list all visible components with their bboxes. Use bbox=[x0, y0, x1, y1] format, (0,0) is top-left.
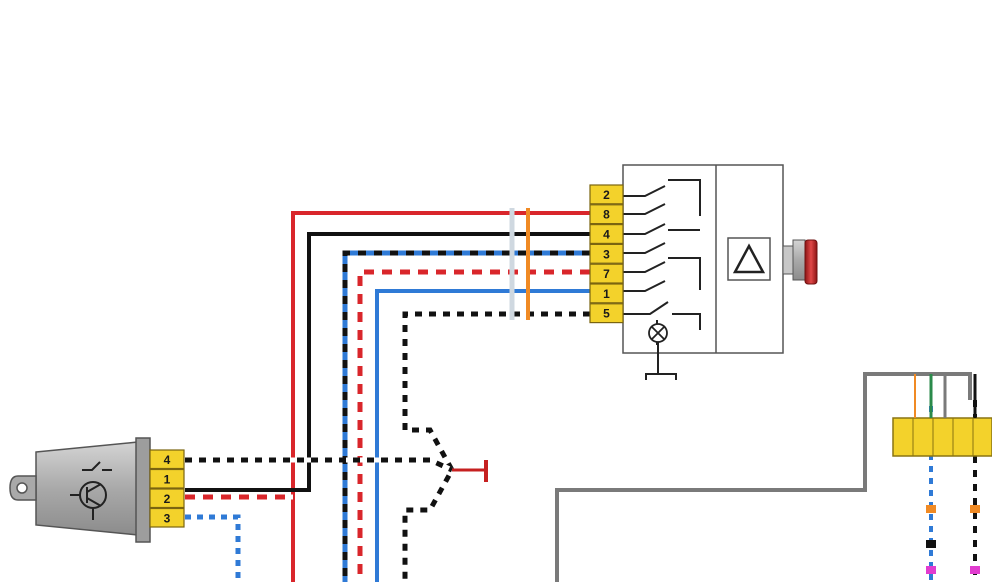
connector-pin-label: 2 bbox=[164, 492, 171, 506]
warning-triangle-icon bbox=[727, 237, 771, 281]
wire-black bbox=[185, 232, 590, 492]
relay-pin-box-3 bbox=[589, 243, 624, 264]
wire-gray bbox=[555, 372, 980, 582]
connector-pin-box-3 bbox=[149, 507, 185, 528]
hazard-switch-relay: 2 8 4 3 7 1 5 bbox=[589, 164, 818, 380]
relay-pin-label: 3 bbox=[603, 247, 610, 261]
relay-pin-label: 8 bbox=[603, 208, 610, 222]
wire-red bbox=[291, 211, 590, 582]
relay-pin-label: 1 bbox=[603, 287, 610, 301]
wire-harness bbox=[185, 208, 980, 582]
lamp-icon bbox=[648, 323, 668, 343]
right-connector bbox=[892, 374, 992, 457]
harness-clip bbox=[509, 208, 530, 320]
connector-pin-label: 3 bbox=[164, 511, 171, 525]
relay-pin-block: 2 8 4 3 7 1 5 bbox=[589, 184, 624, 324]
relay-pin-label: 4 bbox=[603, 228, 610, 242]
relay-pin-label: 2 bbox=[603, 188, 610, 202]
relay-pin-box-1 bbox=[589, 204, 624, 225]
relay-pin-box-0 bbox=[589, 184, 624, 205]
transistor-icon bbox=[70, 461, 112, 520]
connector-pin-box-0 bbox=[149, 449, 185, 470]
mounting-tab bbox=[9, 475, 37, 501]
wire-blue bbox=[375, 289, 590, 582]
relay-pin-label: 5 bbox=[603, 307, 610, 321]
ground-icon bbox=[645, 342, 677, 380]
connector-pin-label: 1 bbox=[164, 472, 171, 486]
wire-black-white bbox=[402, 311, 590, 582]
hazard-knob bbox=[782, 239, 818, 285]
relay-pin-box-5 bbox=[589, 283, 624, 304]
connector-pin-box-2 bbox=[149, 488, 185, 509]
relay-pin-label: 7 bbox=[603, 267, 610, 281]
relay-contacts bbox=[623, 179, 701, 345]
wire-junction bbox=[185, 457, 488, 582]
connector-pin-block: 4 1 2 3 bbox=[149, 449, 185, 528]
connector-pin-box-1 bbox=[149, 468, 185, 489]
wire-black-blue bbox=[342, 250, 590, 582]
flasher-unit: 4 1 2 3 bbox=[9, 437, 185, 543]
connector-pin-label: 4 bbox=[164, 453, 171, 467]
relay-pin-box-4 bbox=[589, 263, 624, 284]
relay-pin-box-2 bbox=[589, 224, 624, 245]
relay-pin-box-6 bbox=[589, 303, 624, 324]
